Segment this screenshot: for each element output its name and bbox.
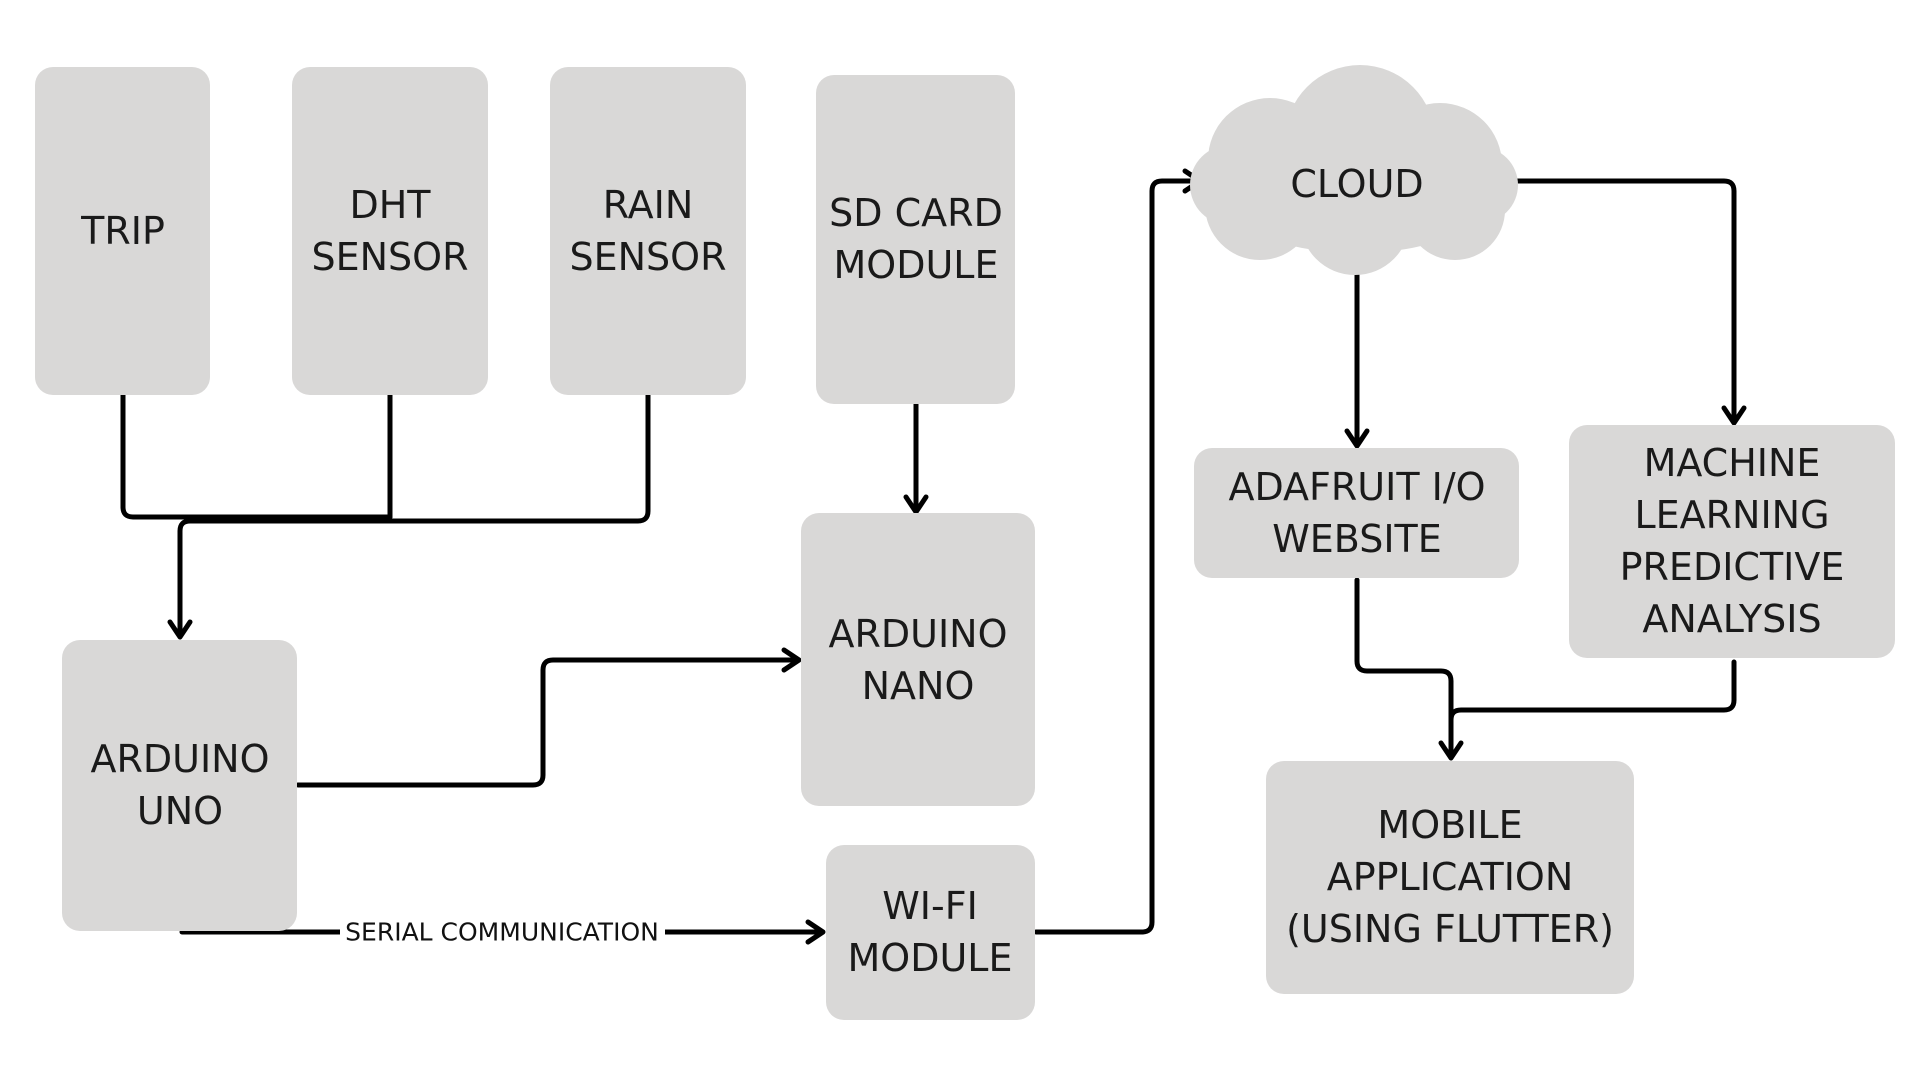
wifi-module-box [826, 845, 1035, 1020]
ml-analysis-box [1569, 425, 1895, 658]
dht-sensor-box [292, 67, 488, 395]
sd-card-module-label-line-1: SD CARD [829, 191, 1003, 235]
adafruit-website-label-line-2: WEBSITE [1272, 517, 1442, 561]
arrowhead-uno-to-nano [781, 647, 802, 673]
mobile-app-label-line-2: APPLICATION [1327, 855, 1574, 899]
edge-uno-to-nano [295, 657, 800, 788]
arduino-uno-box [62, 640, 297, 931]
arrowhead-uno-to-wifi [805, 919, 826, 945]
edge-adafruit-to-mobile [1354, 577, 1454, 759]
mobile-app-label-line-1: MOBILE [1377, 803, 1522, 847]
arduino-uno-label-line-1: ARDUINO [90, 737, 269, 781]
node-sd-card-module: SD CARD MODULE [816, 75, 1015, 404]
rain-sensor-label-line-1: RAIN [603, 183, 694, 227]
ml-analysis-label-line-1: MACHINE [1644, 441, 1821, 485]
arduino-uno-label-line-2: UNO [137, 789, 223, 833]
sd-card-module-label-line-2: MODULE [834, 243, 999, 287]
edge-trip-to-bus [120, 392, 393, 520]
arrowhead-to-mobile [1438, 740, 1464, 761]
node-mobile-app: MOBILE APPLICATION (USING FLUTTER) [1266, 761, 1634, 994]
trip-label-line-1: TRIP [80, 209, 165, 253]
arduino-nano-label-line-2: NANO [862, 664, 975, 708]
arrowhead-cloud-to-ml [1721, 405, 1747, 426]
adafruit-website-label-line-1: ADAFRUIT I/O [1228, 465, 1485, 509]
trip-box [35, 67, 210, 395]
arrowhead-cloud-to-adafruit [1344, 428, 1370, 449]
arduino-nano-label-line-1: ARDUINO [828, 612, 1007, 656]
cloud-label-line-1: CLOUD [1290, 162, 1423, 206]
node-wifi-module: WI-FI MODULE [826, 845, 1035, 1020]
serial-label-text: SERIAL COMMUNICATION [345, 918, 659, 947]
node-arduino-uno: ARDUINO UNO [62, 640, 297, 931]
node-adafruit-website: ADAFRUIT I/O WEBSITE [1194, 448, 1519, 578]
edge-cloud-to-ml [1497, 178, 1737, 424]
wifi-module-label-line-1: WI-FI [882, 884, 978, 928]
serial-communication-label: SERIAL COMMUNICATION [340, 917, 665, 947]
mobile-app-label-line-3: (USING FLUTTER) [1286, 907, 1614, 951]
adafruit-website-box [1194, 448, 1519, 578]
node-dht-sensor: DHT SENSOR [292, 67, 488, 395]
node-arduino-nano: ARDUINO NANO [801, 513, 1035, 806]
serial-label-background [340, 917, 665, 947]
ml-analysis-label-line-3: PREDICTIVE [1620, 545, 1845, 589]
arrowhead-sdcard-to-nano [903, 494, 929, 515]
dht-sensor-label-line-1: DHT [349, 183, 431, 227]
wifi-module-label-line-2: MODULE [848, 936, 1013, 980]
edge-wifi-to-cloud [1033, 178, 1200, 935]
node-cloud: CLOUD [1190, 65, 1518, 275]
cloud-shape [1190, 65, 1518, 275]
arrowhead-bus-to-uno [167, 619, 193, 640]
edge-rain-to-bus [177, 392, 651, 638]
node-rain-sensor: RAIN SENSOR [550, 67, 746, 395]
arduino-nano-box [801, 513, 1035, 806]
rain-sensor-label-line-2: SENSOR [570, 235, 727, 279]
ml-analysis-label-line-2: LEARNING [1634, 493, 1829, 537]
mobile-app-box [1266, 761, 1634, 994]
ml-analysis-label-line-4: ANALYSIS [1642, 597, 1821, 641]
edge-ml-to-mobile [1448, 659, 1737, 723]
rain-sensor-box [550, 67, 746, 395]
dht-sensor-label-line-2: SENSOR [312, 235, 469, 279]
node-ml-analysis: MACHINE LEARNING PREDICTIVE ANALYSIS [1569, 425, 1895, 658]
sd-card-module-box [816, 75, 1015, 404]
node-trip: TRIP [35, 67, 210, 395]
